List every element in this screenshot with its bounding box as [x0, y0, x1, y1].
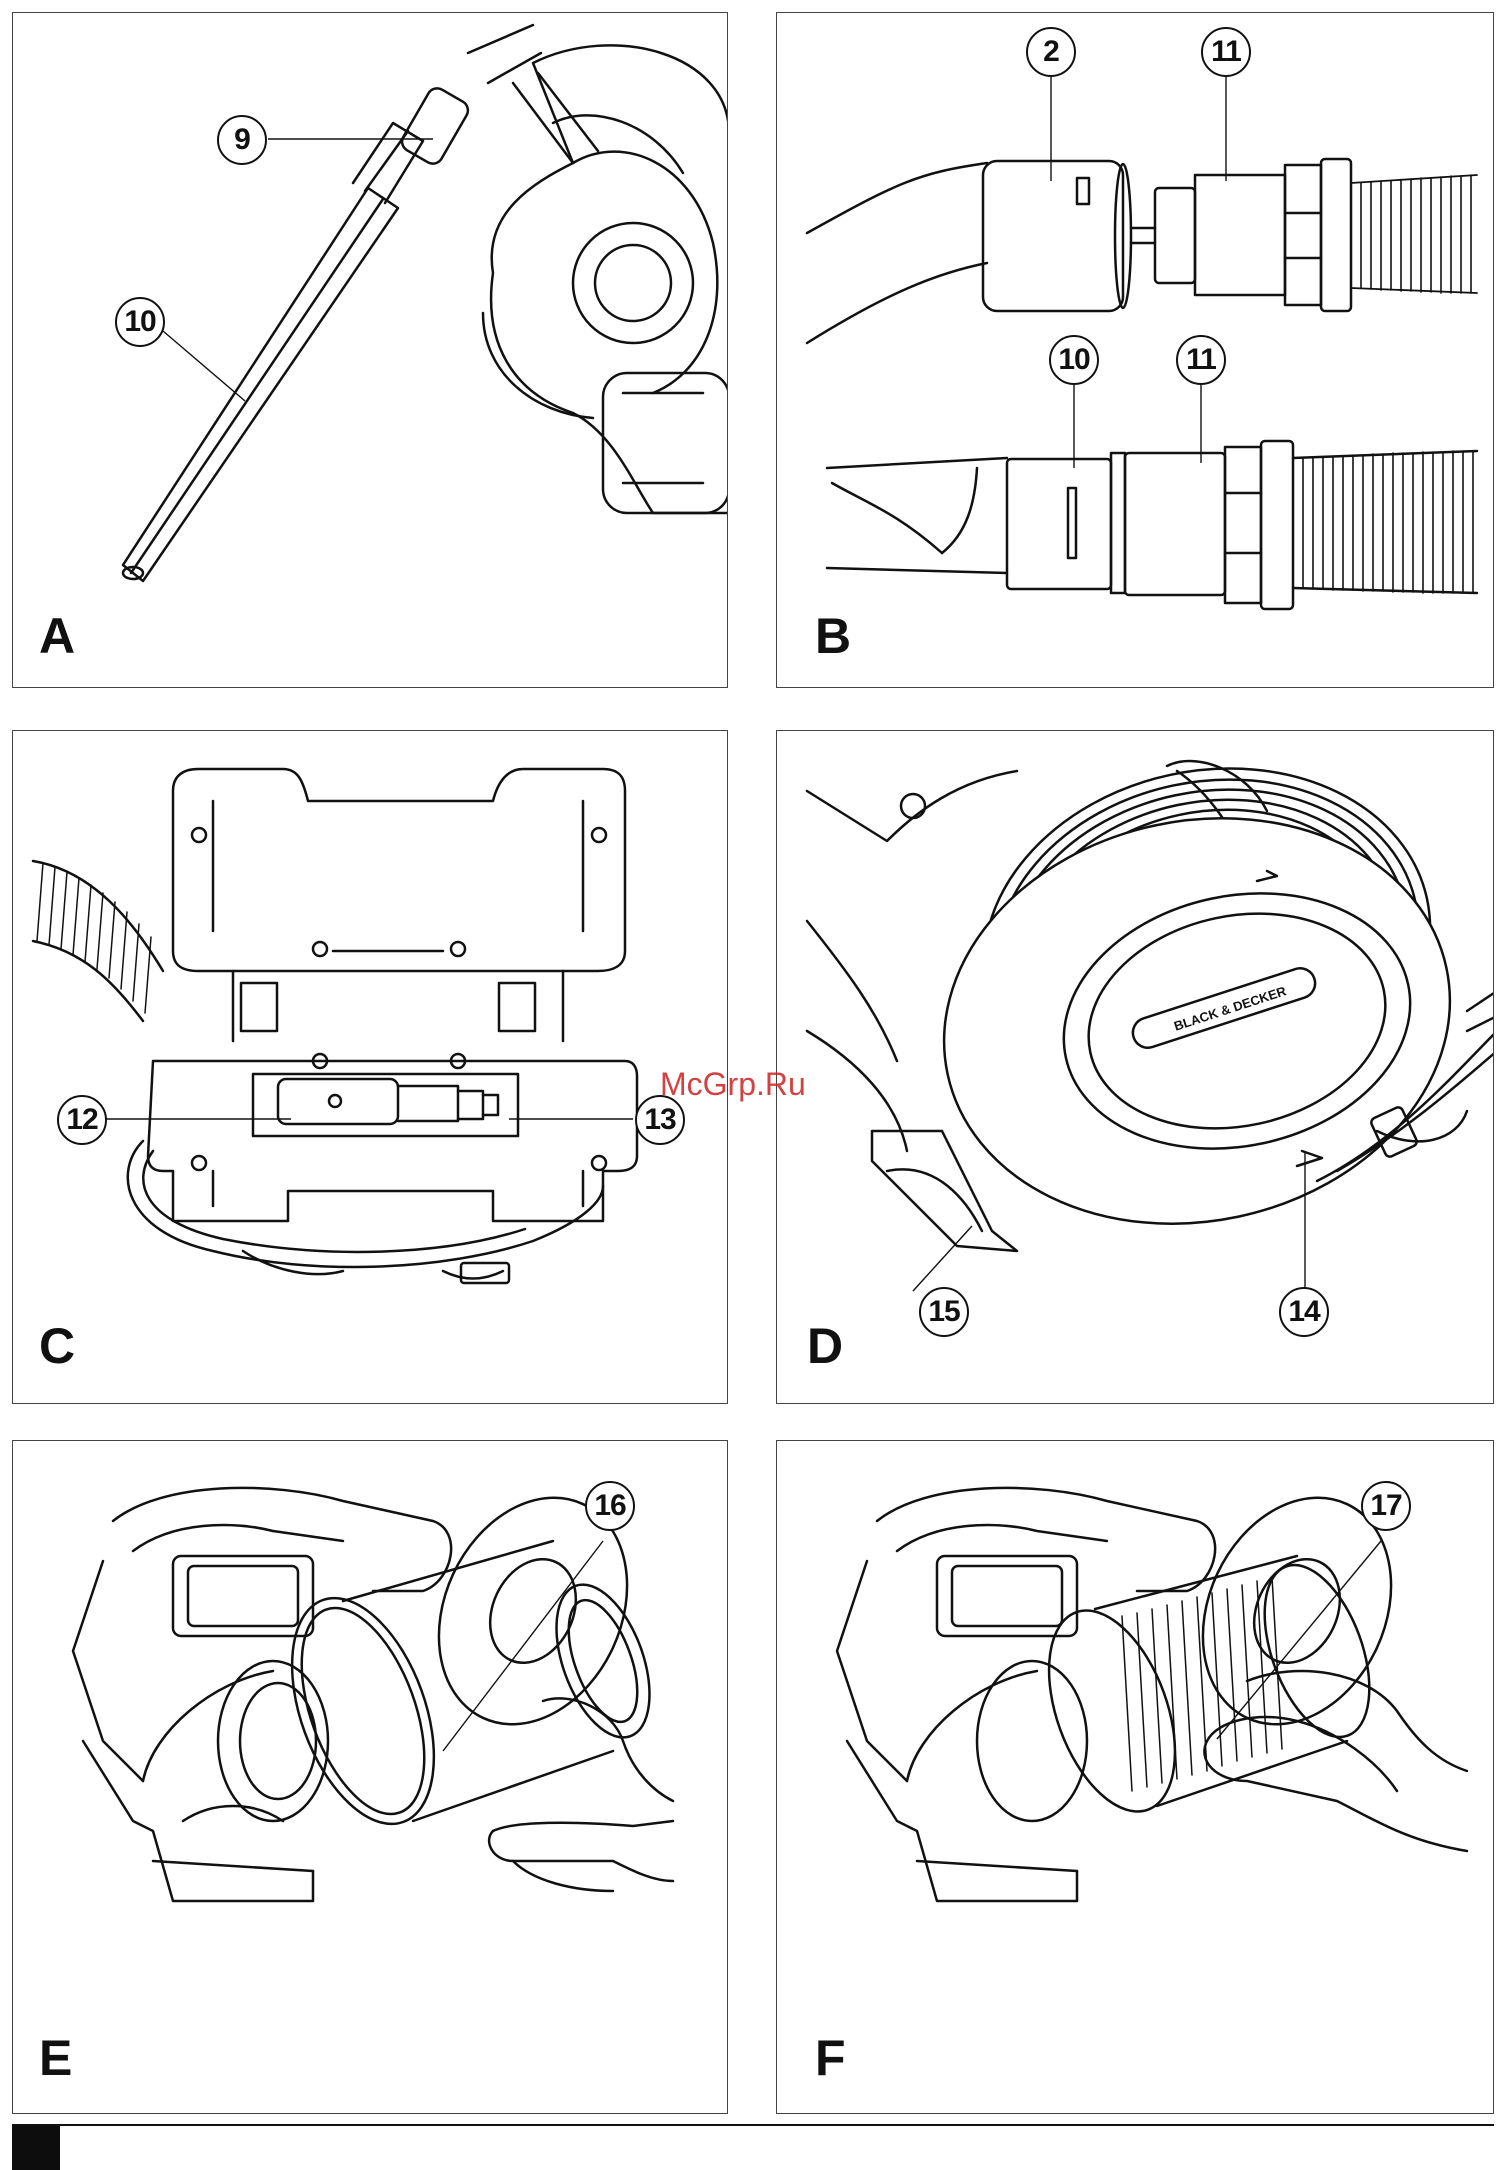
- callout-11: 11: [1176, 335, 1226, 385]
- panel-a: A 9 10: [12, 12, 728, 688]
- callout-11: 11: [1201, 27, 1251, 77]
- leader-lines: [777, 731, 1494, 1404]
- leader-lines: [13, 1441, 728, 2114]
- callout-10: 10: [1049, 335, 1099, 385]
- panel-letter: F: [815, 2033, 846, 2083]
- panel-b: 2 11 10 11 B: [776, 12, 1494, 688]
- callout-16: 16: [585, 1481, 635, 1531]
- callout-2: 2: [1026, 27, 1076, 77]
- watermark: McGrp.Ru: [660, 1066, 806, 1103]
- panel-c: 12 13 C: [12, 730, 728, 1404]
- leader-lines: [777, 1441, 1494, 2114]
- panel-letter: D: [807, 1321, 843, 1371]
- page-marker: [12, 2126, 60, 2170]
- leader-lines: [777, 13, 1494, 688]
- callout-17: 17: [1361, 1481, 1411, 1531]
- callout-9: 9: [217, 115, 267, 165]
- panel-letter: C: [39, 1321, 75, 1371]
- panel-letter: E: [39, 2033, 72, 2083]
- leader-lines: [13, 731, 728, 1404]
- footer-rule: [12, 2124, 1494, 2126]
- callout-15: 15: [919, 1287, 969, 1337]
- leader-lines: [13, 13, 728, 688]
- callout-12: 12: [57, 1095, 107, 1145]
- callout-14: 14: [1279, 1287, 1329, 1337]
- panel-letter: B: [815, 611, 851, 661]
- panel-d: BLACK & DECKER 15 14 D: [776, 730, 1494, 1404]
- callout-10: 10: [115, 297, 165, 347]
- panel-e: 16 E: [12, 1440, 728, 2114]
- panel-f: 17 F: [776, 1440, 1494, 2114]
